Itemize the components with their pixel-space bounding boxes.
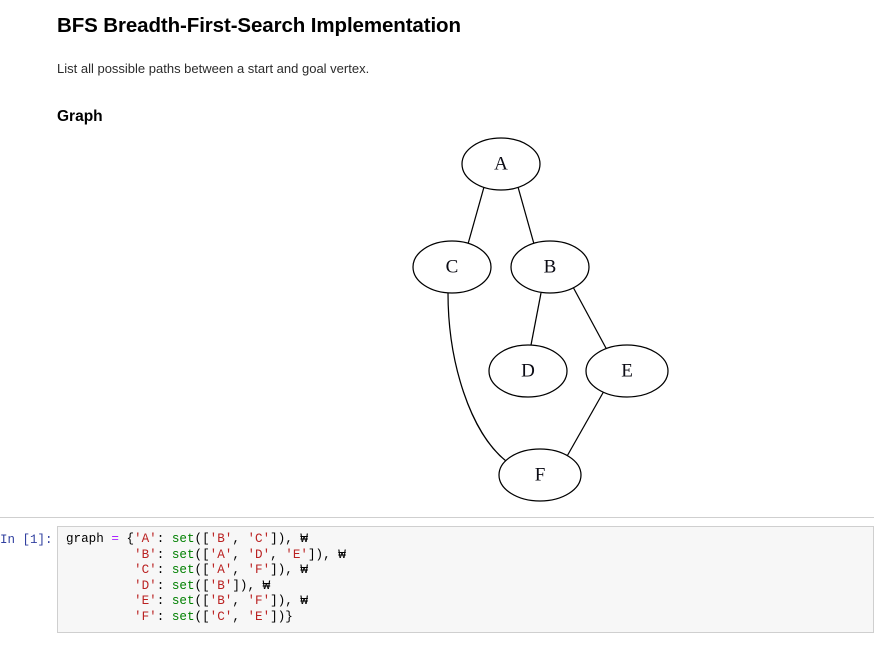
code-token: : — [156, 547, 172, 562]
code-token: ₩ — [338, 547, 346, 562]
code-token: 'C' — [134, 563, 157, 578]
code-token: , — [232, 532, 248, 546]
code-token — [66, 594, 134, 608]
graph-svg: A C B D E F — [412, 137, 669, 502]
node-shape-b — [510, 240, 590, 294]
node-shape-e — [585, 344, 669, 398]
code-token: 'B' — [209, 532, 233, 546]
code-token: 'A' — [209, 547, 233, 562]
code-token: ([ — [194, 547, 210, 562]
node-label-d: D — [521, 360, 535, 381]
code-token — [66, 610, 134, 624]
code-token: ([ — [194, 563, 210, 578]
node-label-f: F — [535, 464, 546, 485]
code-token: 'E' — [285, 547, 308, 562]
code-token: 'E' — [247, 609, 271, 624]
code-token: set — [171, 563, 195, 578]
node-shape-d — [488, 344, 568, 398]
code-token: 'F' — [247, 594, 271, 609]
node-label-a: A — [494, 153, 508, 174]
code-token: ([ — [194, 578, 210, 593]
code-token: : — [156, 594, 172, 609]
code-token: ([ — [194, 532, 210, 546]
node-label-e: E — [621, 360, 633, 381]
code-token — [66, 548, 134, 562]
code-token: { — [118, 532, 135, 546]
code-token: , — [270, 547, 286, 562]
graph-edge-e-f — [565, 390, 605, 459]
code-token: ]), — [307, 547, 339, 562]
code-token: , — [232, 594, 248, 609]
code-token: = — [111, 532, 119, 546]
code-token: set — [171, 547, 195, 562]
graph-node-b: B — [510, 240, 590, 294]
code-token: ₩ — [262, 578, 271, 593]
code-token: graph — [66, 532, 112, 546]
code-token: , — [232, 547, 248, 562]
execution-count-prompt: In [1]: — [0, 533, 53, 547]
graph-edge-b-e — [572, 286, 608, 351]
code-token — [66, 579, 134, 593]
code-token: : — [156, 578, 172, 593]
code-token: set — [171, 594, 195, 609]
code-token: ([ — [194, 609, 210, 624]
code-token: 'E' — [134, 594, 157, 609]
graph-diagram: A C B D E F — [0, 122, 874, 507]
page-title: BFS Breadth-First-Search Implementation — [57, 14, 461, 37]
node-shape-a — [461, 137, 541, 191]
graph-node-d: D — [488, 344, 568, 398]
code-token: ₩ — [300, 532, 308, 546]
code-token: , — [232, 609, 248, 624]
code-token: ]), — [232, 578, 263, 593]
code-token: ]), — [270, 532, 301, 546]
code-token: ]), — [270, 563, 301, 578]
code-token: 'B' — [134, 547, 157, 562]
code-source-text[interactable]: graph = {'A': set(['B', 'C']), ₩ 'B': se… — [66, 532, 867, 626]
graph-edge-a-b — [517, 186, 535, 245]
node-label-b: B — [544, 256, 557, 277]
code-token: 'F' — [247, 563, 271, 578]
page-subtitle: List all possible paths between a start … — [57, 60, 370, 76]
code-token: 'B' — [209, 594, 233, 609]
code-token: 'D' — [247, 547, 271, 562]
code-token: set — [171, 578, 195, 593]
graph-edge-a-c — [467, 186, 485, 245]
node-shape-c — [412, 240, 492, 294]
code-cell[interactable]: In [1]: graph = {'A': set(['B', 'C']), ₩… — [0, 526, 874, 633]
graph-node-e: E — [585, 344, 669, 398]
code-token: 'C' — [247, 532, 271, 546]
code-input-area[interactable]: graph = {'A': set(['B', 'C']), ₩ 'B': se… — [57, 526, 874, 633]
code-token: 'F' — [134, 609, 157, 624]
graph-node-f: F — [498, 448, 582, 502]
node-shape-f — [498, 448, 582, 502]
code-token: ]), — [270, 594, 301, 609]
code-token: : — [156, 609, 172, 624]
code-token — [66, 563, 134, 577]
code-token: 'D' — [134, 578, 157, 593]
code-token: ])} — [270, 609, 293, 624]
code-token: 'A' — [209, 563, 233, 578]
code-token: 'C' — [209, 609, 233, 624]
node-label-c: C — [446, 256, 459, 277]
graph-node-c: C — [412, 240, 492, 294]
code-token: : — [156, 532, 172, 546]
section-heading-graph: Graph — [57, 107, 103, 125]
graph-node-a: A — [461, 137, 541, 191]
code-token: set — [171, 532, 195, 546]
code-token: 'B' — [209, 578, 233, 593]
cell-divider — [0, 517, 874, 518]
code-token: , — [232, 563, 248, 578]
code-token: set — [171, 609, 195, 624]
code-token: ([ — [194, 594, 210, 609]
graph-edge-b-d — [530, 292, 542, 346]
code-token: ₩ — [300, 594, 308, 609]
code-token: ₩ — [300, 563, 308, 578]
graph-edge-c-f — [447, 292, 507, 462]
markdown-block[interactable]: BFS Breadth-First-Search Implementation … — [57, 0, 817, 126]
code-token: : — [156, 563, 172, 578]
code-token: 'A' — [134, 532, 157, 546]
